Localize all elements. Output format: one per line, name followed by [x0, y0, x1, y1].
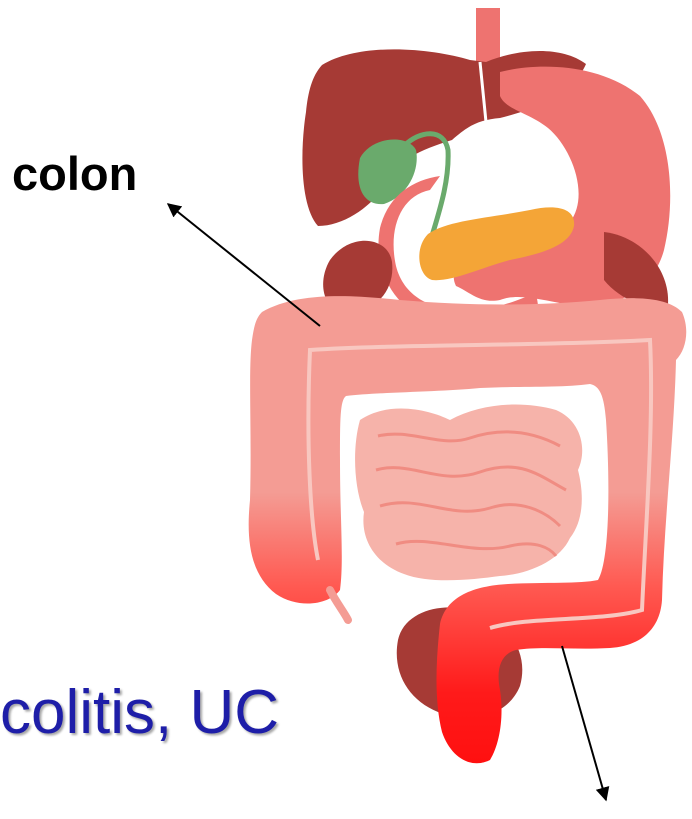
small-intestine: [355, 405, 582, 581]
colon-label: colon: [12, 150, 137, 197]
colon-pointer-arrow: [168, 204, 320, 326]
caption-text: colitis, UC: [0, 682, 279, 744]
rectum-pointer-arrow: [562, 646, 606, 800]
